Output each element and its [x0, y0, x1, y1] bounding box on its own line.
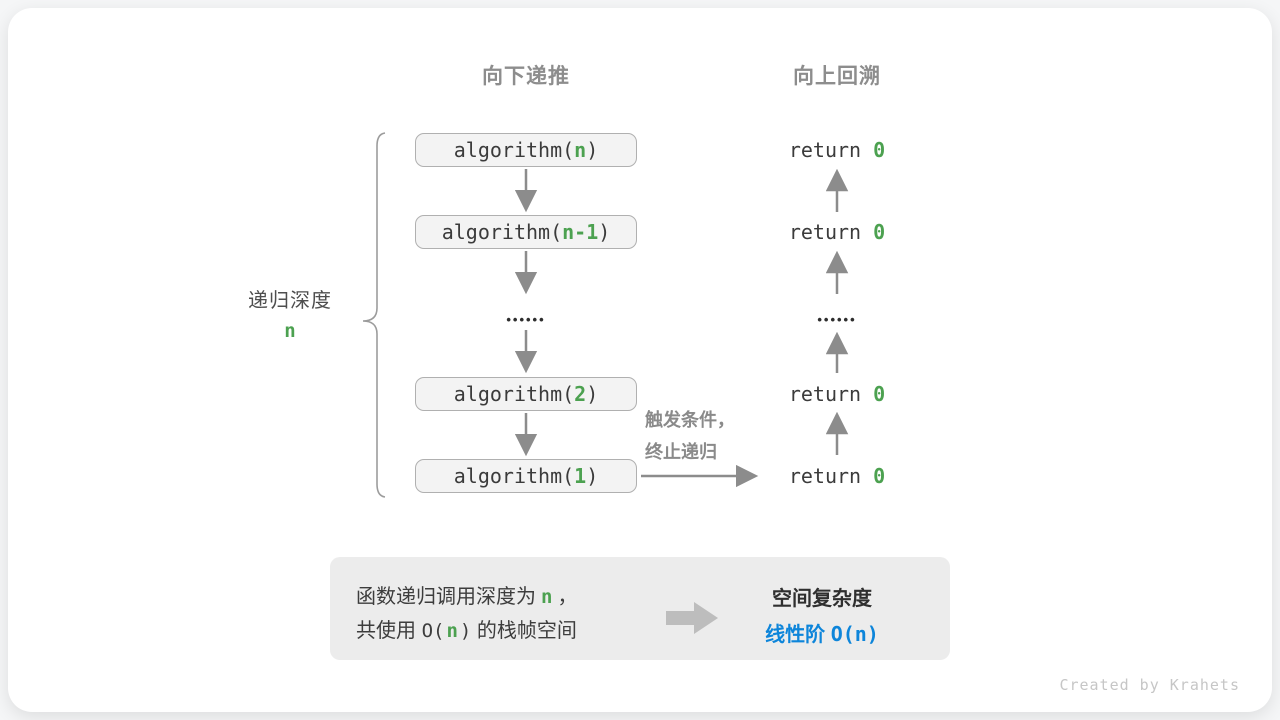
summary-text: ，: [557, 586, 578, 608]
summary-code: ): [459, 620, 472, 642]
summary-text: 共使用: [356, 620, 422, 642]
call-text: algorithm(: [453, 382, 575, 406]
summary-code: O(: [421, 620, 445, 642]
call-box-1: algorithm(1): [415, 459, 637, 493]
column-header-recurse: 向下递推: [482, 65, 570, 88]
return-text: return: [788, 382, 874, 406]
return-text: return: [788, 220, 874, 244]
terminate-label-line2: 终止递归: [645, 442, 717, 462]
call-text: algorithm(: [441, 220, 563, 244]
terminate-label-line1: 触发条件，: [645, 410, 735, 430]
return-value: 0: [873, 382, 886, 406]
summary-text: 函数递归调用深度为: [356, 586, 536, 608]
call-box-n: algorithm(n): [415, 133, 637, 167]
terminate-label: 触发条件， 终止递归: [645, 404, 805, 468]
summary-text: 的栈帧空间: [471, 620, 577, 642]
return-text: return: [788, 138, 874, 162]
return-value: 0: [873, 138, 886, 162]
call-text: ): [586, 464, 599, 488]
depth-param: n: [284, 320, 296, 342]
return-row-4: return 0: [737, 463, 937, 489]
summary-param: n: [541, 586, 553, 608]
call-param: n-1: [562, 220, 599, 244]
summary-line2: 共使用 O(n) 的栈帧空间: [356, 617, 577, 645]
call-param: 2: [574, 382, 587, 406]
return-row-3: return 0: [737, 381, 937, 407]
return-text: return: [788, 464, 874, 488]
column-header-backtrack: 向上回溯: [793, 65, 881, 88]
result-arrow-icon: [666, 602, 718, 634]
call-text: ): [586, 138, 599, 162]
call-box-n-1: algorithm(n-1): [415, 215, 637, 249]
result-value-text: 线性阶: [765, 624, 831, 646]
call-param: 1: [574, 464, 587, 488]
depth-brace-icon: [362, 132, 386, 498]
result-title: 空间复杂度: [772, 588, 872, 610]
call-text: algorithm(: [453, 464, 575, 488]
call-text: ): [598, 220, 611, 244]
result-value: 线性阶 O(n): [702, 618, 942, 647]
call-text: ): [586, 382, 599, 406]
credit-text: Created by Krahets: [1059, 676, 1240, 694]
call-param: n: [574, 138, 587, 162]
call-text: algorithm(: [453, 138, 575, 162]
return-value: 0: [873, 220, 886, 244]
return-row-2: return 0: [737, 219, 937, 245]
depth-label: 递归深度: [248, 290, 332, 312]
return-row-1: return 0: [737, 137, 937, 163]
call-box-2: algorithm(2): [415, 377, 637, 411]
return-value: 0: [873, 464, 886, 488]
ellipsis-left: ••••••: [506, 312, 546, 327]
diagram-card: 向下递推 向上回溯 algorithm(n) algorithm(n-1) ••…: [8, 8, 1272, 712]
ellipsis-right: ••••••: [817, 312, 857, 327]
summary-param: n: [446, 620, 458, 642]
result-value-code: O(n): [830, 622, 879, 646]
